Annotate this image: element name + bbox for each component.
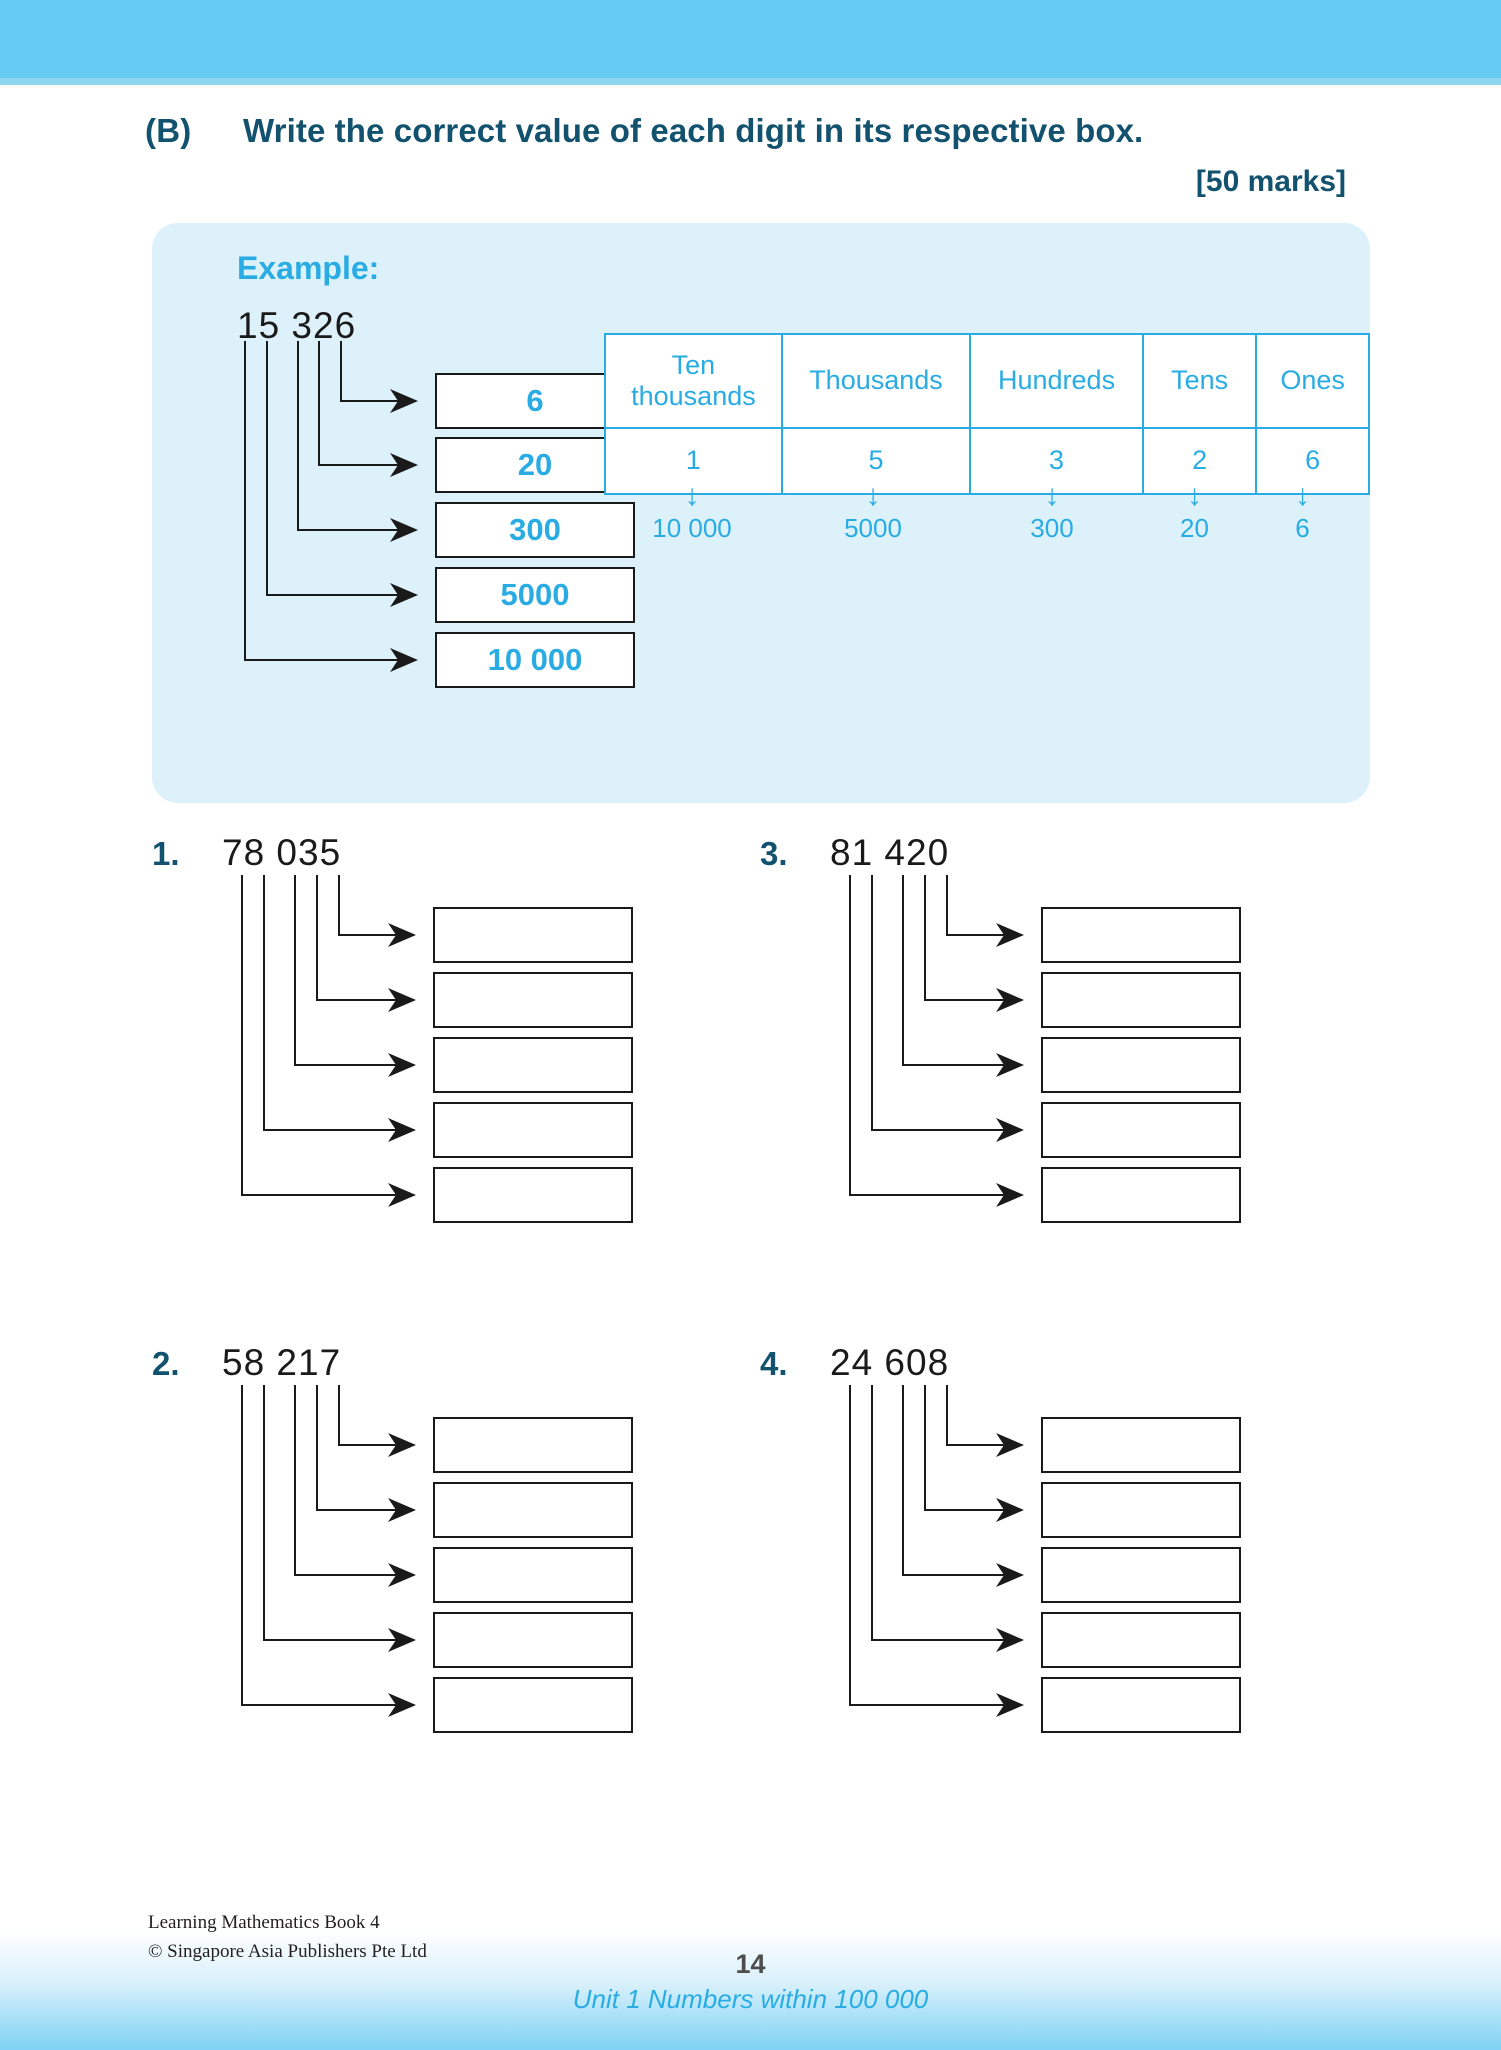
column-header: Tens [1141, 333, 1258, 429]
section-letter: (B) [145, 112, 192, 149]
place-value-amount: 300 [1030, 513, 1074, 543]
page-title: Write the correct value of each digit in… [243, 112, 1144, 149]
example-number: 15 326 [237, 305, 357, 346]
answer-box[interactable] [1041, 1037, 1241, 1093]
question-number-value: 58 217 [222, 1342, 342, 1383]
place-value-arrow-row: ↓ 10 000 ↓ 5000 ↓ 300 ↓ 20 ↓ 6 [604, 481, 1354, 544]
down-arrow-icon: ↓ [1187, 479, 1202, 512]
example-value-box: 6 [435, 373, 635, 429]
page-number: 14 [735, 1949, 766, 1979]
answer-box[interactable] [433, 1612, 633, 1668]
answer-box[interactable] [433, 1547, 633, 1603]
answer-box[interactable] [433, 1037, 633, 1093]
down-arrow-icon: ↓ [1044, 479, 1060, 512]
example-label: Example: [237, 250, 380, 286]
question-4: 4. 24 608 [760, 1342, 1400, 1775]
answer-box[interactable] [433, 907, 633, 963]
table-cell-digit: 2 [1141, 427, 1258, 495]
table-cell-digit: 6 [1255, 427, 1370, 495]
question-number-value: 81 420 [830, 832, 950, 873]
question-number: 4. [760, 1345, 788, 1382]
answer-box[interactable] [1041, 1482, 1241, 1538]
answer-box[interactable] [1041, 1677, 1241, 1733]
down-arrow-icon: ↓ [1295, 479, 1310, 512]
answer-box[interactable] [1041, 1102, 1241, 1158]
question-1: 1. 78 035 [152, 832, 792, 1265]
answer-box[interactable] [1041, 1547, 1241, 1603]
column-header: Ten thousands [604, 333, 783, 429]
place-value-amount: 5000 [844, 513, 902, 543]
place-value-amount: 20 [1180, 513, 1209, 543]
answer-box[interactable] [1041, 972, 1241, 1028]
column-header: Hundreds [969, 333, 1144, 429]
answer-box[interactable] [433, 1417, 633, 1473]
bottom-decorative-banner [0, 1930, 1501, 2050]
example-value-box: 10 000 [435, 632, 635, 688]
question-number: 1. [152, 835, 180, 872]
top-decorative-banner [0, 0, 1501, 78]
question-number-value: 24 608 [830, 1342, 950, 1383]
column-header: Thousands [780, 333, 972, 429]
answer-box[interactable] [1041, 1417, 1241, 1473]
answer-box[interactable] [433, 1482, 633, 1538]
table-cell-digit: 3 [969, 427, 1144, 495]
place-value-amount: 6 [1295, 513, 1310, 543]
column-header: Ones [1255, 333, 1370, 429]
example-panel: Example: 15 326 6 20 300 5000 10 000 Ten… [152, 223, 1370, 803]
table-cell-digit: 5 [780, 427, 972, 495]
table-header-row: Ten thousands Thousands Hundreds Tens On… [604, 333, 1370, 429]
question-2: 2. 58 217 [152, 1342, 792, 1775]
top-banner-accent-line [0, 78, 1501, 85]
question-number: 3. [760, 835, 788, 872]
answer-box[interactable] [433, 972, 633, 1028]
table-cell-digit: 1 [604, 427, 783, 495]
place-value-expansion: ↓ 300 [966, 481, 1138, 544]
place-value-expansion: ↓ 6 [1251, 481, 1354, 544]
answer-box[interactable] [1041, 1612, 1241, 1668]
place-value-expansion: ↓ 5000 [780, 481, 966, 544]
answer-box[interactable] [433, 1677, 633, 1733]
place-value-expansion: ↓ 20 [1138, 481, 1251, 544]
footer-copyright: © Singapore Asia Publishers Pte Ltd [148, 1940, 427, 1962]
footer-credits: Learning Mathematics Book 4 © Singapore … [148, 1909, 427, 1966]
example-value-box: 5000 [435, 567, 635, 623]
answer-box[interactable] [1041, 907, 1241, 963]
place-value-table: Ten thousands Thousands Hundreds Tens On… [604, 333, 1370, 495]
place-value-amount: 10 000 [652, 513, 732, 543]
answer-box[interactable] [433, 1102, 633, 1158]
answer-box[interactable] [433, 1167, 633, 1223]
example-value-box: 20 [435, 437, 635, 493]
footer-unit-label: Unit 1 Numbers within 100 000 [572, 1984, 929, 2014]
table-digit-row: 1 5 3 2 6 [604, 427, 1370, 495]
footer-book-title: Learning Mathematics Book 4 [148, 1912, 380, 1933]
question-3: 3. 81 420 [760, 832, 1400, 1265]
question-number: 2. [152, 1345, 180, 1382]
down-arrow-icon: ↓ [684, 479, 700, 512]
place-value-expansion: ↓ 10 000 [604, 481, 780, 544]
question-number-value: 78 035 [222, 832, 342, 873]
down-arrow-icon: ↓ [865, 479, 881, 512]
marks-label: [50 marks] [1195, 165, 1346, 198]
example-value-box: 300 [435, 502, 635, 558]
answer-box[interactable] [1041, 1167, 1241, 1223]
